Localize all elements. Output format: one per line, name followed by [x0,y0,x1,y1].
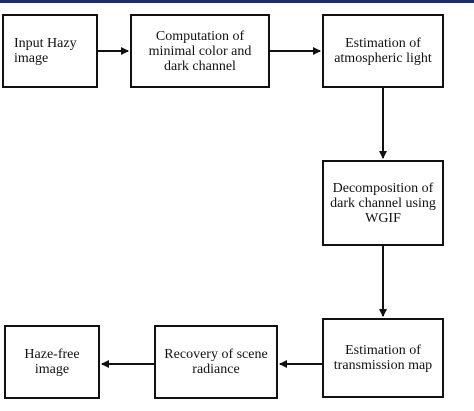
node-decomposition-dark-channel-wgif: Decomposition of dark channel using WGIF [322,160,444,246]
node-label: Input Hazy image [14,36,77,66]
node-haze-free-image: Haze-free image [4,325,100,399]
node-label: Estimation of atmospheric light [334,36,432,66]
node-input-hazy-image: Input Hazy image [2,14,98,88]
node-computation-minimal-color-dark-channel: Computation of minimal color and dark ch… [130,14,270,88]
node-estimation-transmission-map: Estimation of transmission map [322,318,444,398]
node-label: Decomposition of dark channel using WGIF [330,180,436,226]
node-label: Recovery of scene radiance [164,347,268,377]
node-label: Computation of minimal color and dark ch… [148,28,252,74]
node-estimation-atmospheric-light: Estimation of atmospheric light [322,14,444,88]
node-label: Haze-free image [24,347,80,377]
node-label: Estimation of transmission map [333,343,433,373]
top-border-rule [0,0,474,3]
node-recovery-scene-radiance: Recovery of scene radiance [154,325,278,399]
